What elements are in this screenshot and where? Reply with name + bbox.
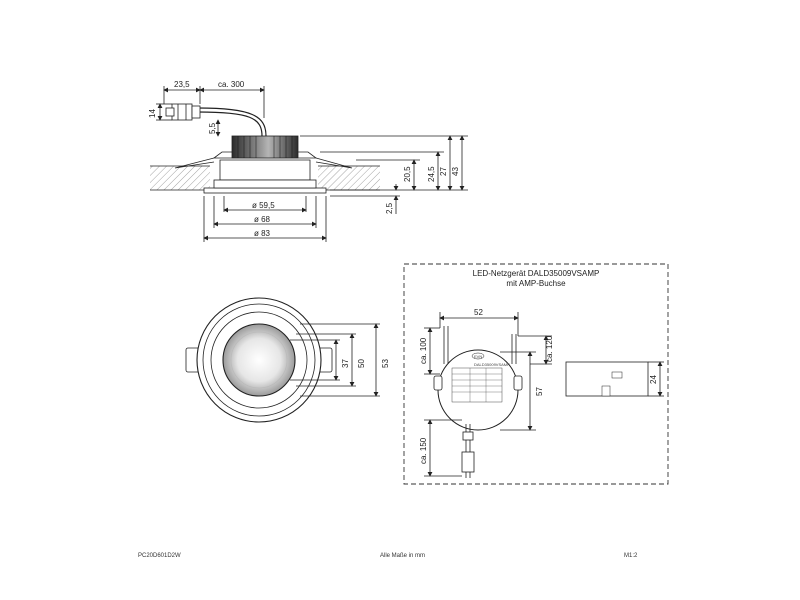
top-view <box>185 297 380 423</box>
driver-top-view <box>424 312 552 478</box>
lens <box>222 323 296 397</box>
dim-driver-height: 57 <box>535 387 544 396</box>
footer-note: Alle Maße in mm <box>380 553 426 559</box>
dim-height-total: 43 <box>451 167 460 176</box>
heatsink <box>231 135 299 159</box>
driver-title-line2: mit AMP-Buchse <box>506 279 566 288</box>
dim-cable-left: ca. 100 <box>419 337 428 364</box>
top-view-labels: 37 50 53 <box>341 359 390 368</box>
driver-labels: 52 57 ca. 100 ca. 120 ca. 150 EVN DALD35… <box>419 308 554 464</box>
dim-diam-mid: ø 68 <box>254 215 271 224</box>
side-view-labels: 23,5 ca. 300 14 5,5 ø 59,5 ø 68 ø 83 20,… <box>148 80 460 238</box>
dim-top-b: 50 <box>357 359 366 368</box>
dim-driver-width: 52 <box>474 308 483 317</box>
dim-height-b: 24,5 <box>427 166 436 182</box>
dim-diam-inner: ø 59,5 <box>252 201 275 210</box>
driver-frame <box>403 263 669 485</box>
cable <box>197 111 263 137</box>
dim-top-a: 37 <box>341 359 350 368</box>
dim-flange: 2,5 <box>385 202 394 214</box>
dim-cable-length: ca. 300 <box>218 80 245 89</box>
dim-connector-height: 14 <box>148 109 157 118</box>
ceiling-left <box>150 166 210 190</box>
spring-right <box>315 157 353 169</box>
dim-height-c-label: 27 <box>439 167 448 176</box>
driver-brand: EVN <box>474 354 482 359</box>
footer-scale: M1:2 <box>624 553 638 559</box>
driver-product: DALD35009VSAMP <box>474 362 510 367</box>
dim-top-c: 53 <box>381 359 390 368</box>
dim-cable-bottom: ca. 150 <box>419 437 428 464</box>
side-view <box>150 86 468 242</box>
dim-connector-offset: 5,5 <box>208 122 217 134</box>
dim-connector-length: 23,5 <box>174 80 190 89</box>
driver-title-line1: LED-Netzgerät DALD35009VSAMP <box>473 269 600 278</box>
flange <box>203 187 327 194</box>
footer-article: PC20D601D2W <box>138 553 181 559</box>
dim-cable-right: ca. 120 <box>545 335 554 362</box>
driver-side-view <box>565 361 664 397</box>
dim-height-a: 20,5 <box>403 166 412 182</box>
housing-body <box>219 159 311 181</box>
spring-left <box>174 157 215 169</box>
dim-driver-side-height: 24 <box>649 375 658 384</box>
ceiling-right <box>318 166 380 190</box>
dim-diam-outer: ø 83 <box>254 229 271 238</box>
connector <box>165 103 201 121</box>
